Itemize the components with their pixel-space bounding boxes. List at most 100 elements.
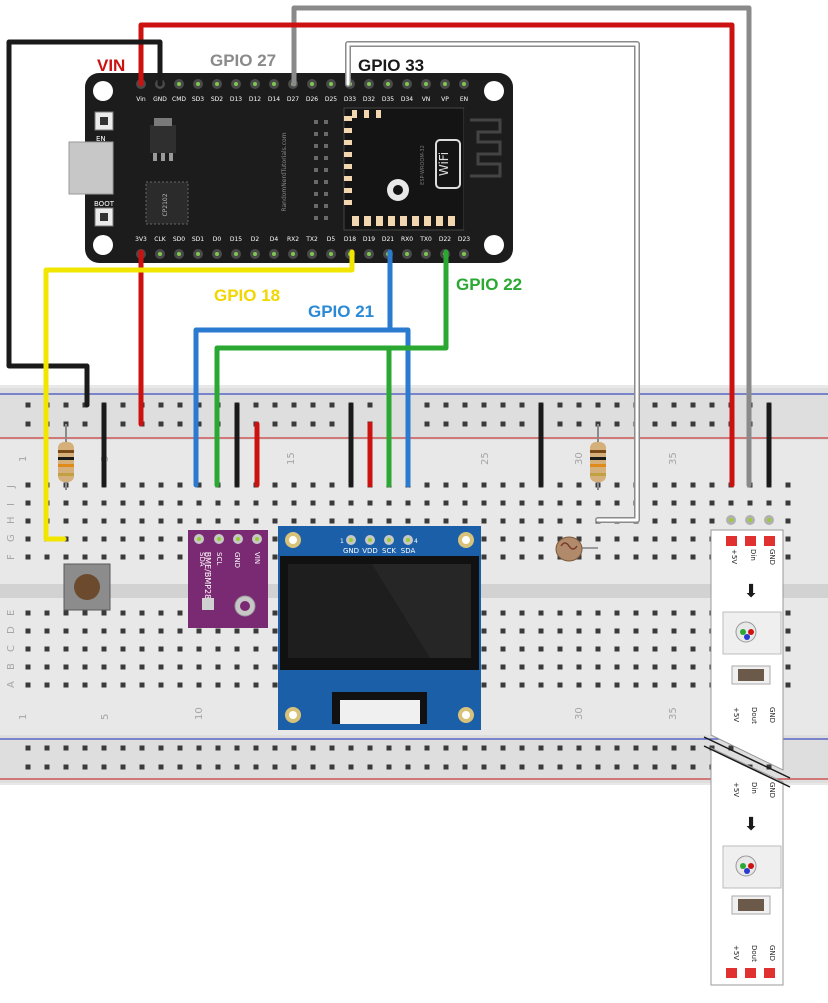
esp32-pin-contact (158, 252, 162, 256)
breadboard-hole (557, 646, 563, 652)
breadboard-hole (690, 402, 696, 408)
breadboard-hole (519, 421, 525, 427)
breadboard-hole (272, 664, 278, 670)
esp32-pin-contact (253, 252, 257, 256)
breadboard-hole (272, 745, 278, 751)
breadboard-hole (196, 482, 202, 488)
breadboard-hole (82, 482, 88, 488)
breadboard-hole (576, 764, 582, 770)
breadboard-hole (44, 628, 50, 634)
breadboard-hole (614, 554, 620, 560)
breadboard-hole (44, 682, 50, 688)
en-button-cap (100, 117, 108, 125)
resistor-right (590, 424, 606, 490)
breadboard-hole (557, 482, 563, 488)
esp32-pin-label: D12 (249, 96, 261, 103)
breadboard-hole (538, 646, 544, 652)
breadboard-hole (101, 500, 107, 506)
bme280-label: BME/BMP280 (203, 552, 212, 605)
breadboard-hole (557, 745, 563, 751)
top-power-rail (0, 388, 828, 440)
oled-pin-number: 4 (414, 538, 418, 545)
col-number: 1 (18, 456, 29, 462)
breadboard-hole (519, 402, 525, 408)
bme-pin-gnd: GND (233, 552, 241, 568)
led-pin-din: Din (749, 549, 757, 561)
breadboard-hole (158, 518, 164, 524)
breadboard-hole (120, 610, 126, 616)
breadboard-hole (291, 482, 297, 488)
breadboard-hole (158, 482, 164, 488)
pushbutton (63, 563, 111, 611)
breadboard-hole (234, 646, 240, 652)
breadboard-hole (348, 745, 354, 751)
breadboard-hole (272, 554, 278, 560)
breadboard-hole (462, 421, 468, 427)
breadboard-hole (82, 745, 88, 751)
col-number: 25 (480, 452, 491, 465)
breadboard-hole (595, 664, 601, 670)
breadboard-hole (158, 628, 164, 634)
breadboard-hole (196, 682, 202, 688)
breadboard-hole (576, 646, 582, 652)
bme-pin-scl: SCL (215, 552, 223, 565)
breadboard-hole (234, 518, 240, 524)
breadboard-hole (595, 628, 601, 634)
breadboard-hole (709, 421, 715, 427)
mount-hole (93, 81, 113, 101)
breadboard-hole (215, 518, 221, 524)
esp32-pin-label: 3V3 (135, 236, 147, 243)
esp32-pin-label: SD0 (173, 236, 185, 243)
breadboard-hole (82, 764, 88, 770)
breadboard-hole (82, 610, 88, 616)
breadboard-hole (519, 764, 525, 770)
breadboard-hole (557, 610, 563, 616)
esp32-pin-label: D22 (439, 236, 451, 243)
esp32-pin-contact (424, 252, 428, 256)
breadboard-hole (44, 764, 50, 770)
breadboard-hole (348, 764, 354, 770)
esp32-pin-label: D33 (344, 96, 356, 103)
breadboard-hole (633, 764, 639, 770)
esp32-pin-contact (215, 252, 219, 256)
breadboard-hole (234, 500, 240, 506)
esp32-pin-label: SD2 (211, 96, 223, 103)
breadboard-hole (25, 628, 31, 634)
usb-port (68, 141, 114, 195)
breadboard-hole (652, 745, 658, 751)
breadboard-hole (595, 764, 601, 770)
breadboard-hole (614, 421, 620, 427)
breadboard-hole (139, 745, 145, 751)
breadboard-hole (253, 764, 259, 770)
breadboard-hole (519, 664, 525, 670)
breadboard-hole (82, 421, 88, 427)
esp32-pin-contact (405, 82, 409, 86)
antenna-trace (470, 118, 502, 178)
breadboard-hole (215, 764, 221, 770)
breadboard-hole (652, 518, 658, 524)
breadboard-hole (272, 536, 278, 542)
breadboard-hole (63, 764, 69, 770)
breadboard-hole (82, 536, 88, 542)
breadboard-hole (158, 764, 164, 770)
breadboard-hole (348, 518, 354, 524)
breadboard-hole (728, 500, 734, 506)
breadboard-hole (538, 664, 544, 670)
breadboard-hole (652, 402, 658, 408)
breadboard-hole (405, 518, 411, 524)
breadboard-hole (785, 536, 791, 542)
breadboard-hole (671, 764, 677, 770)
wire-gnd-black (6, 39, 163, 408)
breadboard-hole (310, 482, 316, 488)
breadboard-hole (234, 628, 240, 634)
breadboard-hole (576, 500, 582, 506)
breadboard-hole (25, 646, 31, 652)
breadboard-hole (595, 745, 601, 751)
breadboard-hole (291, 764, 297, 770)
esp32-pin-contact (177, 82, 181, 86)
breadboard-hole (253, 628, 259, 634)
breadboard-hole (690, 536, 696, 542)
esp32-pin-contact (329, 252, 333, 256)
esp32-pin-contact (424, 82, 428, 86)
breadboard-hole (671, 554, 677, 560)
